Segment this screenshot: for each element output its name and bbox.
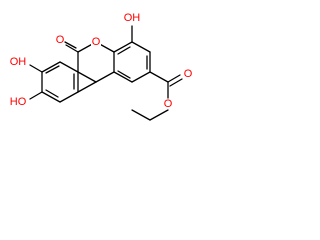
atom-labels: OH O O OH HO O O <box>10 12 193 110</box>
bond <box>149 71 169 83</box>
bond <box>65 44 79 53</box>
bond <box>113 71 133 83</box>
atom-label-ester-carbonyl-oxygen: O <box>184 68 193 80</box>
bond <box>77 81 97 93</box>
bond <box>45 89 59 98</box>
bonds <box>29 25 183 121</box>
atom-label-ester-oxygen: O <box>164 98 173 110</box>
molecule-svg: OH O O OH HO O O <box>10 12 193 121</box>
atom-label-oh-left-upper: OH <box>10 56 27 68</box>
bond <box>77 71 97 83</box>
atom-label-oh-top: OH <box>124 12 141 24</box>
bond <box>29 64 43 73</box>
bond <box>131 41 151 53</box>
bond <box>45 65 60 74</box>
atom-label-carbonyl-oxygen: O <box>56 34 65 46</box>
bond <box>131 109 151 121</box>
bond <box>29 91 43 100</box>
bond <box>59 61 79 73</box>
bond <box>117 46 131 55</box>
bond <box>95 71 115 83</box>
bond <box>59 91 79 103</box>
bond <box>41 61 61 73</box>
bond <box>169 78 183 87</box>
bond <box>113 41 133 53</box>
bond <box>167 74 181 83</box>
atom-label-oh-left-lower: HO <box>10 96 27 108</box>
atom-label-ring-oxygen: O <box>92 36 101 48</box>
bond <box>64 41 77 49</box>
structure-diagram: OH O O OH HO O O <box>0 0 216 148</box>
bond <box>41 91 61 103</box>
bond <box>117 70 131 79</box>
bond <box>131 71 151 83</box>
bond <box>149 109 169 121</box>
